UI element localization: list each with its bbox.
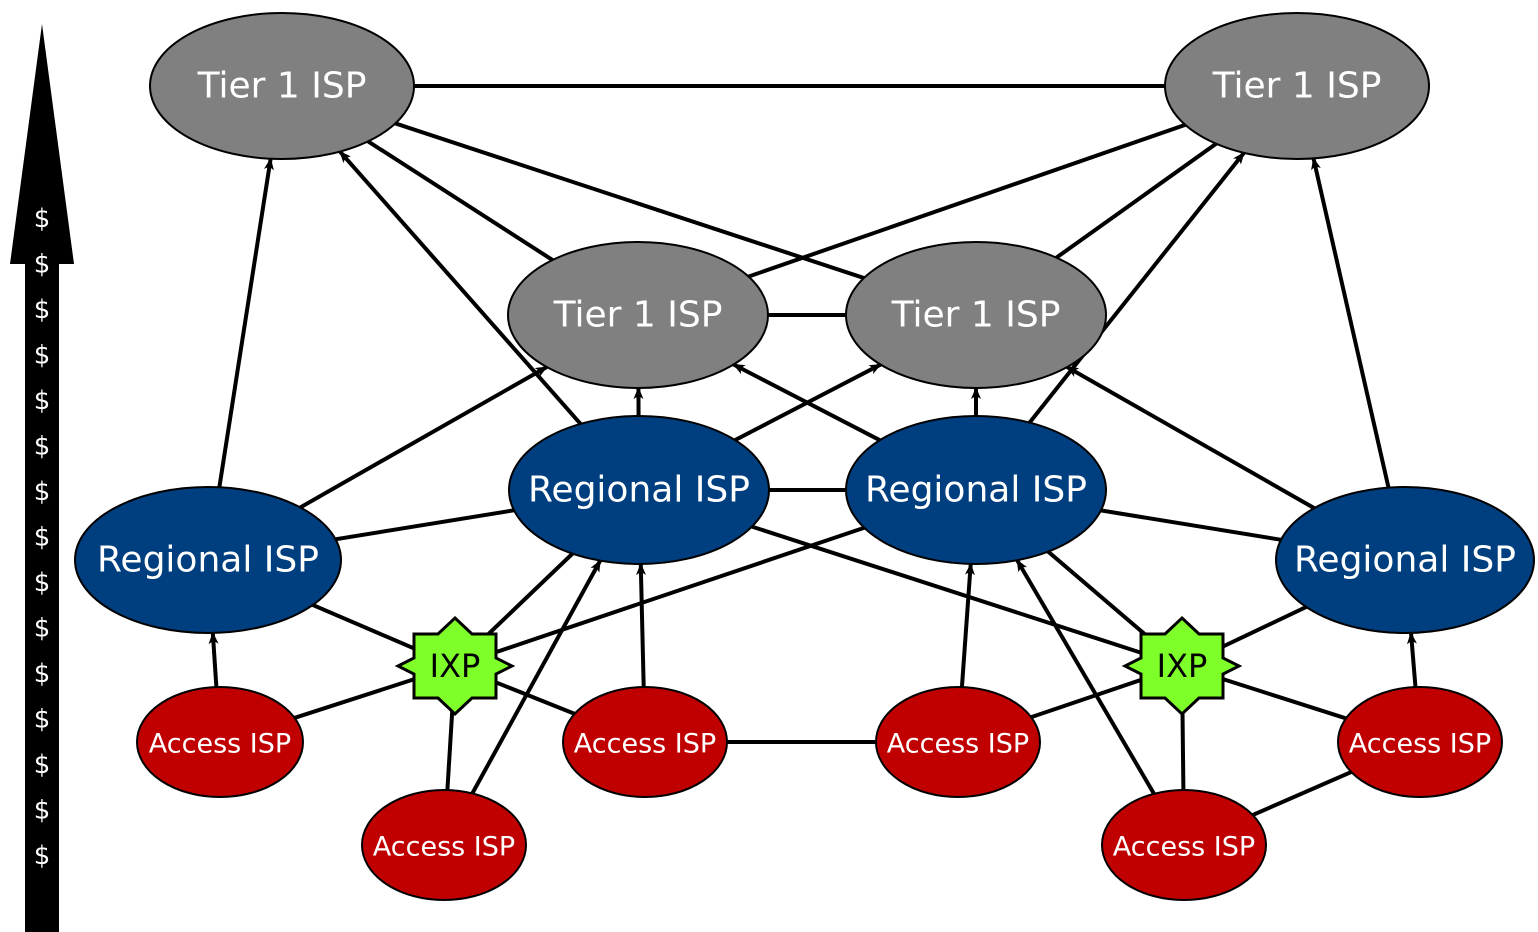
access-isp-node[interactable]: Access ISP	[136, 686, 304, 798]
money-symbol: $	[34, 295, 51, 325]
access-isp-label: Access ISP	[1113, 832, 1255, 863]
regional-isp-label: Regional ISP	[1294, 540, 1516, 581]
access-isp-shape	[875, 686, 1041, 798]
money-symbols: $ $ $ $ $ $ $ $ $ $ $ $ $ $ $	[34, 204, 51, 871]
access-isp-shape	[1101, 789, 1267, 901]
money-symbol: $	[34, 750, 51, 780]
transit-link-arrow	[1066, 365, 1316, 510]
money-flow-arrow: $ $ $ $ $ $ $ $ $ $ $ $ $ $ $	[10, 24, 74, 932]
tier1-isp-shape	[845, 241, 1107, 389]
tier1-isp-node[interactable]: Tier 1 ISP	[1164, 12, 1430, 160]
access-isp-label: Access ISP	[887, 729, 1029, 760]
ixp-label: IXP	[430, 647, 481, 685]
nodes-layer: Tier 1 ISP Tier 1 ISP Tier 1 ISP Tier 1 …	[74, 12, 1535, 901]
money-symbol: $	[34, 341, 51, 371]
tier1-isp-node[interactable]: Tier 1 ISP	[845, 241, 1107, 389]
transit-link-arrow	[217, 157, 274, 488]
regional-isp-node[interactable]: Regional ISP	[1275, 486, 1535, 634]
tier1-isp-label: Tier 1 ISP	[1212, 66, 1382, 107]
access-isp-shape	[361, 789, 527, 901]
transit-link-arrow	[1311, 157, 1391, 489]
regional-isp-node[interactable]: Regional ISP	[508, 415, 770, 565]
tier1-isp-node[interactable]: Tier 1 ISP	[507, 241, 769, 389]
access-isp-shape	[1337, 686, 1503, 798]
regional-isp-node[interactable]: Regional ISP	[845, 415, 1107, 565]
access-isp-node[interactable]: Access ISP	[875, 686, 1041, 798]
transit-link-arrow	[636, 562, 647, 688]
regional-isp-shape	[845, 415, 1107, 565]
money-symbol: $	[34, 250, 51, 280]
transit-link-arrow	[732, 362, 881, 442]
transit-link-arrow	[1028, 151, 1246, 424]
tier1-isp-label: Tier 1 ISP	[553, 295, 723, 336]
money-symbol: $	[34, 523, 51, 553]
transit-link-arrow	[959, 562, 975, 688]
transit-link-arrow	[208, 631, 219, 688]
ixp-star-shape	[394, 615, 516, 717]
regional-isp-node[interactable]: Regional ISP	[74, 486, 342, 634]
ixp-label: IXP	[1157, 647, 1208, 685]
money-symbol: $	[34, 432, 51, 462]
money-flow-arrowhead	[10, 24, 74, 264]
money-symbol: $	[34, 386, 51, 416]
transit-link-arrow	[470, 559, 602, 795]
access-isp-node[interactable]: Access ISP	[1101, 789, 1267, 901]
peering-link	[281, 84, 977, 317]
money-symbol: $	[34, 841, 51, 871]
money-symbol: $	[34, 796, 51, 826]
access-isp-label: Access ISP	[149, 729, 291, 760]
regional-isp-label: Regional ISP	[528, 470, 750, 511]
money-symbol: $	[34, 477, 51, 507]
access-isp-label: Access ISP	[1349, 729, 1491, 760]
money-symbol: $	[34, 568, 51, 598]
access-isp-node[interactable]: Access ISP	[562, 686, 728, 798]
tier1-isp-label: Tier 1 ISP	[891, 295, 1061, 336]
ixp-node[interactable]: IXP	[394, 615, 516, 717]
transit-link-arrow	[299, 365, 548, 510]
regional-isp-label: Regional ISP	[865, 470, 1087, 511]
access-isp-shape	[562, 686, 728, 798]
money-symbol: $	[34, 705, 51, 735]
regional-isp-shape	[74, 486, 342, 634]
regional-isp-shape	[1275, 486, 1535, 634]
money-flow-shaft	[25, 262, 59, 932]
transit-link-arrow	[1406, 631, 1418, 688]
tier1-isp-node[interactable]: Tier 1 ISP	[149, 12, 415, 160]
access-isp-label: Access ISP	[373, 832, 515, 863]
access-isp-shape	[136, 686, 304, 798]
tier1-isp-label: Tier 1 ISP	[197, 66, 367, 107]
transit-link-arrow	[338, 150, 583, 426]
money-symbol: $	[34, 204, 51, 234]
ixp-node[interactable]: IXP	[1121, 615, 1243, 717]
links-layer	[207, 84, 1421, 847]
access-isp-label: Access ISP	[574, 729, 716, 760]
transit-link-arrow	[1015, 559, 1156, 795]
tier1-isp-shape	[507, 241, 769, 389]
tier1-isp-shape	[149, 12, 415, 160]
ixp-star-shape	[1121, 615, 1243, 717]
regional-isp-shape	[508, 415, 770, 565]
access-isp-node[interactable]: Access ISP	[361, 789, 527, 901]
tier1-isp-shape	[1164, 12, 1430, 160]
regional-isp-label: Regional ISP	[97, 540, 319, 581]
money-symbol: $	[34, 659, 51, 689]
access-isp-node[interactable]: Access ISP	[1337, 686, 1503, 798]
money-symbol: $	[34, 614, 51, 644]
